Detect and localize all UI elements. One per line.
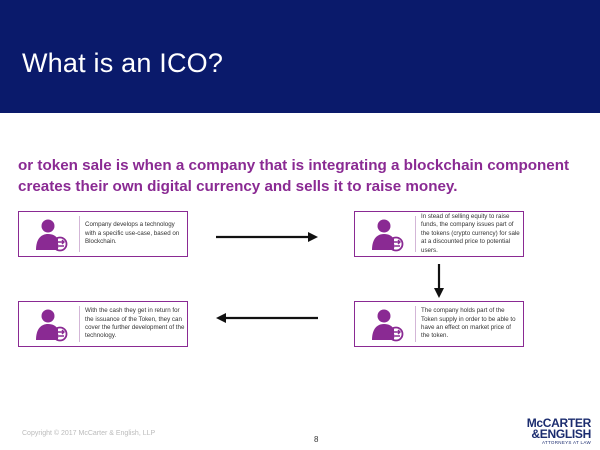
step-box-fund-development: With the cash they get in return for the… <box>18 301 188 347</box>
copyright-text: Copyright © 2017 McCarter & English, LLP <box>22 430 156 437</box>
step-box-hold-supply: The company holds part of the Token supp… <box>354 301 524 347</box>
logo-line-1: McCARTER <box>526 416 592 430</box>
person-exchange-icon <box>36 309 68 342</box>
icon-box <box>23 306 80 342</box>
logo-line-2: &ENGLISH <box>531 427 591 441</box>
company-logo: McCARTER &ENGLISH ATTORNEYS AT LAW <box>519 416 592 446</box>
logo-line-3: ATTORNEYS AT LAW <box>541 440 591 445</box>
slide-header: What is an ICO? <box>0 0 600 113</box>
person-exchange-icon <box>372 309 404 342</box>
step-box-develop: Company develops a technology with a spe… <box>18 211 188 257</box>
step-text: The company holds part of the Token supp… <box>421 307 516 340</box>
step-text: Company develops a technology with a spe… <box>85 221 180 246</box>
step-box-issue-tokens: In stead of selling equity to raise fund… <box>354 211 524 257</box>
page-number: 8 <box>314 435 319 444</box>
icon-box <box>359 306 416 342</box>
step-text: With the cash they get in return for the… <box>85 307 185 340</box>
icon-box <box>359 216 416 252</box>
slide-title: What is an ICO? <box>22 48 224 78</box>
slide-subtitle: or token sale is when a company that is … <box>18 157 570 195</box>
arrow-right-icon <box>216 232 318 242</box>
icon-box <box>23 216 80 252</box>
arrow-left-icon <box>216 313 318 323</box>
person-exchange-icon <box>36 219 68 252</box>
person-exchange-icon <box>372 219 404 252</box>
arrow-down-icon <box>434 264 444 298</box>
step-text: In stead of selling equity to raise fund… <box>421 212 520 254</box>
